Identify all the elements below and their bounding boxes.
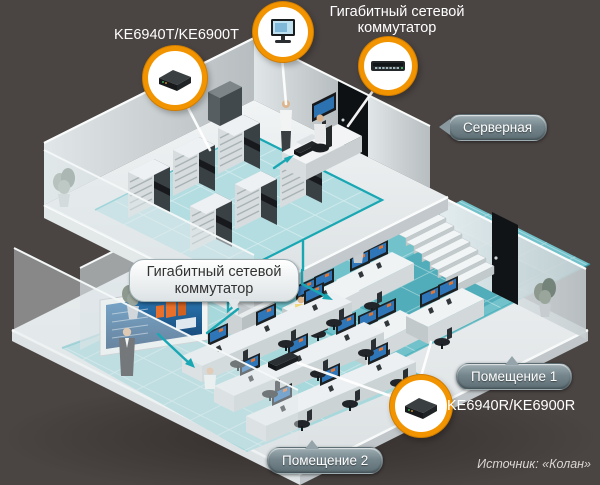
receiver-device-on-desk: [268, 352, 298, 371]
rack-switch-icon: [371, 61, 405, 71]
leader-lines: [182, 55, 433, 400]
admin-standing-figure: [280, 100, 292, 152]
keyboard: [296, 134, 318, 145]
room1-back-wall: [439, 195, 587, 339]
kvm-transmitter-icon: [159, 70, 191, 91]
gigabit-switch-mid-line1: Гигабитный сетевой: [146, 264, 282, 280]
room2-badge: Помещение 2: [267, 440, 384, 474]
room1-badge-label: Помещение 1: [471, 369, 558, 384]
gigabit-switch-top-line2: коммутатор: [357, 20, 437, 36]
server-room-badge: Серверная: [439, 114, 548, 141]
admin-seated-figure: [311, 114, 332, 153]
gigabit-switch-mid-bubble: Гигабитный сетевой коммутатор: [129, 259, 299, 310]
lower-front-glass: [13, 247, 299, 476]
receiver-badge: [395, 380, 447, 432]
staircase: [397, 213, 495, 295]
admin-area: [280, 92, 362, 180]
room2-badge-label: Помещение 2: [282, 453, 369, 468]
transmitter-label: KE6940T/KE6900T: [114, 27, 239, 43]
student-figure: [204, 367, 216, 389]
receiver-label: KE6940R/KE6900R: [447, 398, 576, 414]
kvm-receiver-icon: [405, 398, 437, 419]
server-room-cabinet: [208, 81, 242, 126]
server-room-badge-label: Серверная: [463, 120, 533, 135]
room1-badge: Помещение 1: [456, 356, 573, 390]
monitor-icon: [271, 19, 295, 43]
network-switch-badge: [364, 42, 412, 90]
badge-pointer-top: [504, 356, 519, 365]
gigabit-switch-top-line1: Гигабитный сетевой: [329, 4, 465, 20]
gigabit-switch-mid-line2: коммутатор: [174, 280, 254, 297]
room1-door: [492, 212, 518, 305]
transmitter-badge: [148, 51, 202, 105]
presenter-figure: [119, 327, 135, 376]
source-note: Источник: «Колан»: [477, 457, 591, 471]
badge-pointer-top: [304, 440, 319, 449]
bubble-tail: [227, 299, 242, 310]
badge-pointer-left: [439, 119, 450, 135]
room2-classroom: [122, 280, 416, 442]
gigabit-switch-top-label: Гигабитный сетевой коммутатор: [323, 4, 471, 36]
admin-workstation-badge: [258, 7, 308, 57]
